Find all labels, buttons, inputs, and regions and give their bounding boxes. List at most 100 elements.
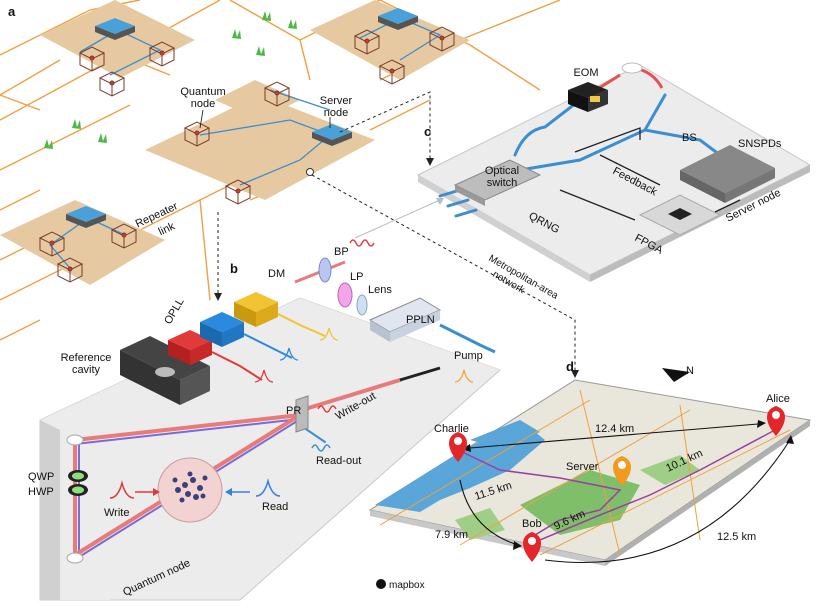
- panel-label-d: d: [566, 359, 574, 374]
- mirror-bottom: [66, 552, 84, 564]
- pin-charlie-icon: [449, 432, 467, 462]
- lens: [356, 294, 368, 316]
- dist-charlie-bob: 7.9 km: [435, 529, 468, 541]
- charlie-label: Charlie: [434, 423, 469, 435]
- bp-filter: [318, 257, 332, 283]
- atom-cell: [157, 457, 223, 523]
- quantum-node-pointer: [199, 109, 204, 129]
- map-green-east: [640, 455, 700, 485]
- map-edge-right: [605, 420, 810, 566]
- optical-switch-side: [455, 185, 485, 206]
- bob-label: Bob: [522, 518, 542, 530]
- panel-a-network: [0, 0, 561, 341]
- alice-label: Alice: [766, 393, 790, 405]
- write-label: Write: [104, 507, 129, 519]
- bs-label: BS: [682, 132, 697, 144]
- ppln-crystal: [368, 297, 442, 342]
- tile-connector: [215, 80, 300, 120]
- snspd-box: [680, 145, 775, 203]
- quantum-node-label-1: Quantum: [180, 86, 225, 98]
- mapbox-logo-icon: [376, 579, 386, 589]
- route-line: [457, 429, 776, 541]
- quantum-platform-edge: [40, 420, 60, 600]
- map-green-small: [455, 508, 505, 540]
- panel-c-server: [416, 62, 812, 282]
- pin-server-icon: [613, 456, 631, 486]
- optical-switch-label-1: Optical: [485, 165, 519, 177]
- photon-path-arrow: [436, 198, 444, 205]
- snspds-label: SNSPDs: [738, 138, 782, 150]
- mirror-top: [66, 434, 84, 446]
- read-pulse-icon: [255, 478, 281, 497]
- atom-cloud: [172, 471, 208, 503]
- read-arrowhead: [225, 488, 232, 496]
- pr-mirror: [295, 395, 309, 433]
- quantum-node-cubes: [38, 26, 456, 283]
- pin-alice-icon: [767, 406, 785, 436]
- eom-box: [568, 82, 608, 112]
- opll-label: OPLL: [162, 296, 186, 326]
- photon-wave-icon: [349, 239, 375, 247]
- waveplates: [68, 470, 88, 496]
- blue-pulse-icon: [279, 347, 299, 361]
- read-label: Read: [262, 501, 288, 513]
- photon-path-line: [354, 199, 441, 239]
- north-arrow-icon: [662, 368, 690, 382]
- grass-tufts: [44, 11, 297, 149]
- lp-label: LP: [350, 271, 363, 283]
- distance-arrows: [459, 423, 791, 564]
- eom-label: EOM: [573, 67, 598, 79]
- optical-switch-label-2: switch: [487, 177, 518, 189]
- read-out-wave-icon: [311, 444, 331, 452]
- tile-top-right: [310, 0, 470, 80]
- bp-label: BP: [334, 246, 349, 258]
- reference-cavity: [120, 336, 210, 405]
- tile-center: [145, 95, 375, 200]
- feedback-arrows: [559, 127, 741, 221]
- write-out-wave-icon: [317, 405, 337, 413]
- server-fibers: [438, 93, 722, 218]
- pr-label: PR: [286, 405, 301, 417]
- hwp-label: HWP: [28, 486, 54, 498]
- panel-label-b: b: [230, 261, 238, 276]
- ppln-label: PPLN: [406, 314, 435, 326]
- yellow-pulse-icon: [319, 327, 339, 341]
- write-arrowhead: [153, 488, 160, 496]
- dist-bob-alice: 12.5 km: [717, 531, 756, 543]
- red-pulse-icon: [254, 369, 274, 383]
- reference-cavity-label-1: Reference: [61, 352, 112, 364]
- metro-origin-dot: [306, 168, 314, 176]
- fpga-chip: [638, 194, 722, 236]
- read-out-label: Read-out: [316, 455, 361, 467]
- panel-b-quantum-node: [39, 257, 501, 601]
- dist-charlie-alice: 12.4 km: [595, 423, 634, 435]
- mapbox-label: mapbox: [389, 580, 425, 591]
- map-water-inlet: [470, 420, 540, 448]
- pump-pulse-icon: [454, 369, 474, 383]
- repeater-link-label-2: link: [157, 220, 177, 238]
- fiber-coupler: [621, 62, 643, 74]
- laser-yellow: [234, 292, 278, 327]
- server-node-label-2: node: [324, 107, 348, 119]
- write-out-fiber: [399, 366, 441, 382]
- connector-arrowheads: [214, 158, 579, 378]
- map-green-park: [520, 470, 640, 535]
- pump-label: Pump: [454, 350, 483, 362]
- dashed-connectors: [217, 91, 576, 372]
- north-label: N: [686, 365, 694, 377]
- dm-label: DM: [268, 268, 285, 280]
- server-node-label-1: Server: [320, 95, 353, 107]
- lp-filter: [337, 282, 353, 308]
- pin-bob-icon: [523, 532, 541, 562]
- laser-blue: [200, 312, 244, 347]
- write-pulse-icon: [109, 480, 135, 499]
- server-boxes: [66, 8, 418, 228]
- tile-bottom-left: [0, 200, 165, 285]
- qwp-label: QWP: [28, 471, 54, 483]
- panel-d-map: [368, 368, 812, 589]
- server-map-label: Server: [566, 461, 599, 473]
- reference-cavity-label-2: cavity: [72, 364, 101, 376]
- distance-arrowheads: [462, 420, 794, 550]
